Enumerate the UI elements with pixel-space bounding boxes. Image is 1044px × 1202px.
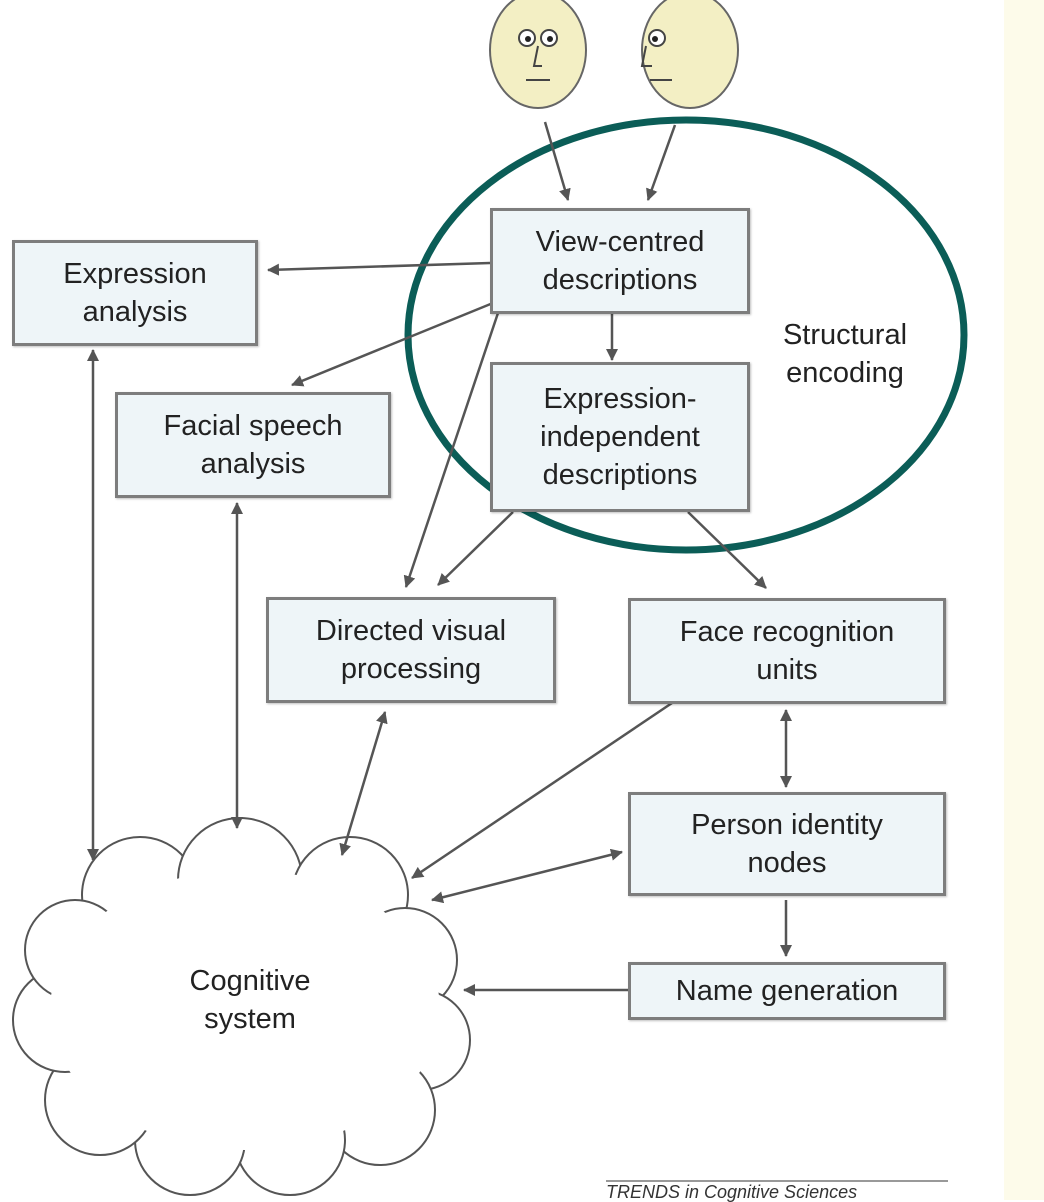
face-recognition-units-box: Face recognition units — [628, 598, 946, 704]
expression-analysis-box: Expression analysis — [12, 240, 258, 346]
node-label: analysis — [82, 296, 188, 328]
structural-encoding-ellipse — [404, 116, 968, 554]
person-identity-nodes-box: Person identity nodes — [628, 792, 946, 896]
node-label: nodes — [747, 847, 827, 879]
cognitive-system-label: Cognitive system — [189, 965, 311, 1035]
connector-arrows — [87, 121, 792, 996]
source-credit: TRENDS in Cognitive Sciences — [606, 1180, 948, 1202]
face-frontal-icon — [489, 0, 587, 109]
structural-encoding-label: Structural encoding — [782, 319, 908, 389]
node-label: descriptions — [542, 264, 698, 296]
facial-speech-analysis-box: Facial speech analysis — [115, 392, 391, 498]
node-label: Expression- — [543, 383, 697, 415]
expression-independent-descriptions-box: Expression- independent descriptions — [490, 362, 750, 512]
node-label: independent — [540, 421, 700, 453]
directed-visual-processing-box: Directed visual processing — [266, 597, 556, 703]
node-label: analysis — [200, 448, 306, 480]
face-profile-icon — [640, 0, 739, 109]
view-centred-descriptions-box: View-centred descriptions — [490, 208, 750, 314]
node-label: processing — [340, 653, 482, 685]
name-generation-box: Name generation — [628, 962, 946, 1020]
node-label: units — [756, 654, 818, 686]
node-label: Facial speech — [163, 410, 343, 442]
node-label: Directed visual — [315, 615, 507, 647]
node-label: Face recognition — [679, 616, 895, 648]
node-label: Person identity — [691, 809, 883, 841]
right-margin-strip — [1004, 0, 1044, 1200]
node-label: Name generation — [675, 975, 899, 1007]
node-label: View-centred — [535, 226, 705, 258]
node-label: descriptions — [542, 459, 698, 491]
node-label: Expression — [63, 258, 207, 290]
cognitive-system-cloud — [12, 817, 471, 1196]
